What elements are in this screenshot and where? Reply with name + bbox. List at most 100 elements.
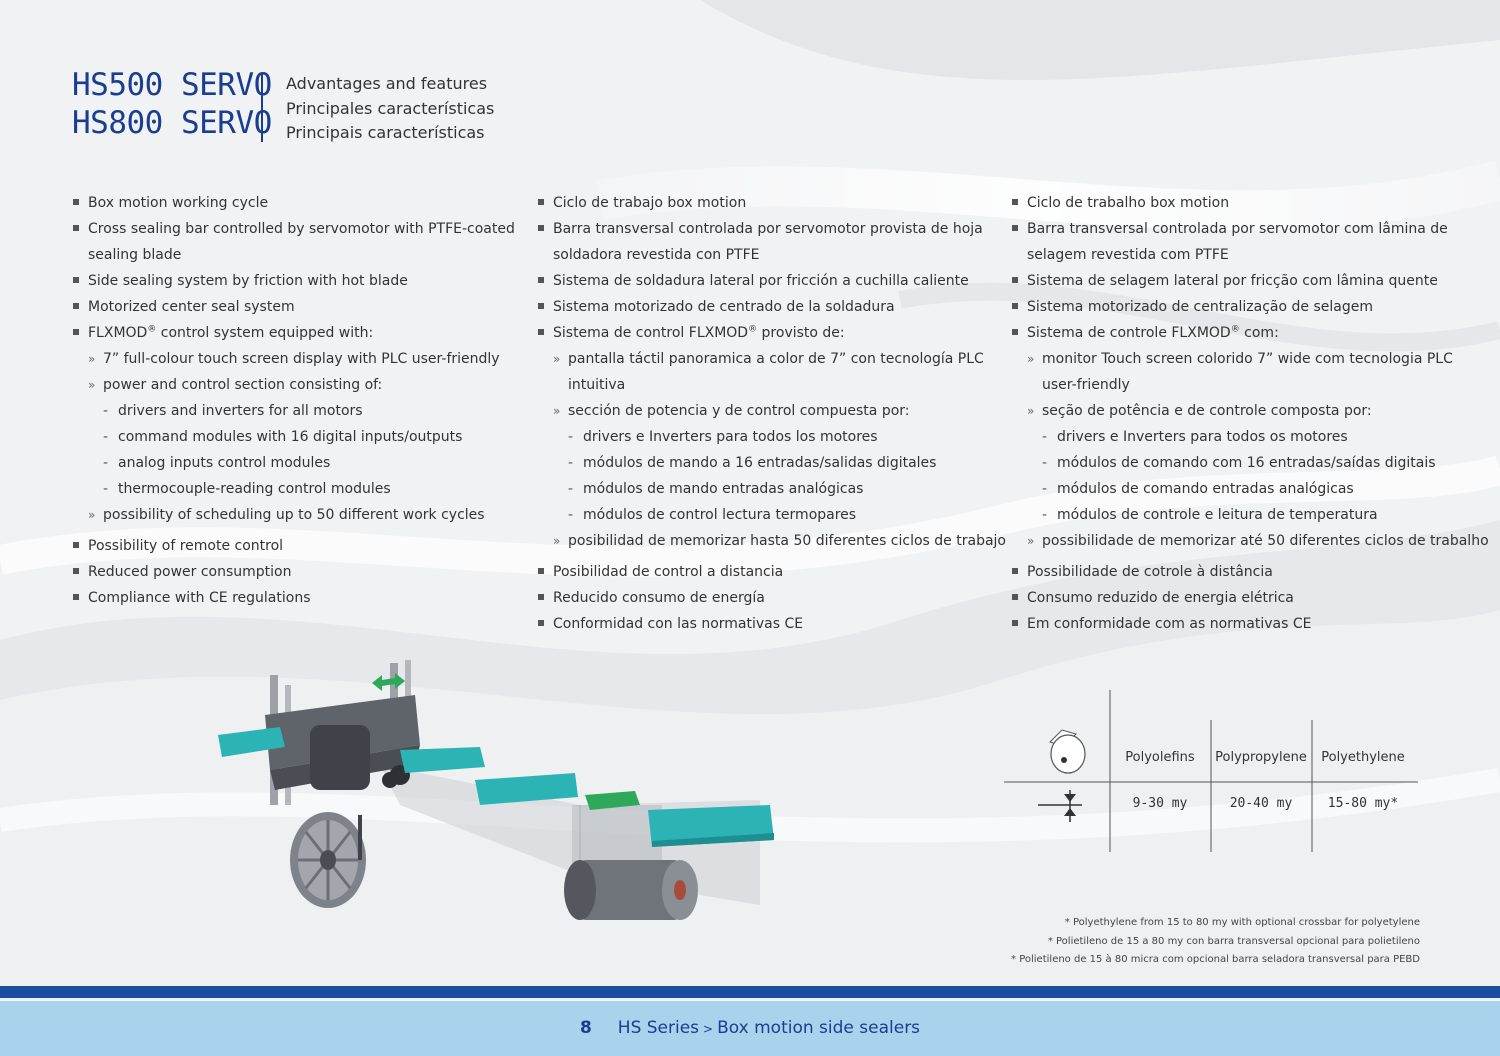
spec-header-polyethylene: Polyethylene bbox=[1321, 750, 1405, 765]
dash-bullet-icon: - bbox=[1042, 455, 1048, 471]
sub-sub-list-item: -thermocouple-reading control modules bbox=[72, 476, 515, 502]
list-item: Barra transversal controlada por servomo… bbox=[537, 216, 1006, 242]
spec-header-polyolefins: Polyolefins bbox=[1125, 750, 1195, 765]
list-item-continued: soldadora revestida con PTFE bbox=[553, 247, 760, 263]
square-bullet-icon bbox=[538, 568, 544, 574]
subtitle-es: Principales características bbox=[286, 98, 495, 118]
list-item: Sistema de control FLXMOD® provisto de: bbox=[537, 320, 1006, 346]
list-item: Consumo reduzido de energia elétrica bbox=[1011, 585, 1489, 611]
features-column-es: Ciclo de trabajo box motion Barra transv… bbox=[537, 190, 1006, 637]
square-bullet-icon bbox=[73, 277, 79, 283]
list-item: Em conformidade com as normativas CE bbox=[1011, 611, 1489, 637]
subtitle-en: Advantages and features bbox=[286, 74, 488, 93]
list-item: Reduced power consumption bbox=[72, 559, 515, 585]
dash-bullet-icon: - bbox=[568, 429, 574, 445]
unwind-reel bbox=[290, 812, 366, 908]
list-item: Compliance with CE regulations bbox=[72, 585, 515, 611]
square-bullet-icon bbox=[73, 542, 79, 548]
list-item: Ciclo de trabalho box motion bbox=[1011, 190, 1489, 216]
list-item-continued: sealing blade bbox=[88, 247, 182, 263]
subtitle-block: Advantages and features Principales cara… bbox=[286, 72, 494, 146]
square-bullet-icon bbox=[1012, 303, 1018, 309]
list-item: Reducido consumo de energía bbox=[537, 585, 1006, 611]
sub-sub-list-item: -módulos de comando com 16 entradas/saíd… bbox=[1011, 450, 1489, 476]
square-bullet-icon bbox=[1012, 225, 1018, 231]
sub-list-item: »possibilidade de memorizar até 50 difer… bbox=[1011, 528, 1489, 554]
title-line-2: HS800 SERVO bbox=[72, 105, 272, 141]
sub-sub-list-item: -módulos de controle e leitura de temper… bbox=[1011, 502, 1489, 528]
square-bullet-icon bbox=[1012, 620, 1018, 626]
list-item: Ciclo de trabajo box motion bbox=[537, 190, 1006, 216]
machine-illustration bbox=[218, 660, 774, 920]
sub-list-item: »possibility of scheduling up to 50 diff… bbox=[72, 502, 515, 528]
square-bullet-icon bbox=[73, 329, 79, 335]
list-item-continued: selagem revestida com PTFE bbox=[1027, 247, 1229, 263]
motor bbox=[310, 725, 370, 790]
spec-value-polyolefins: 9-30 my bbox=[1132, 796, 1188, 811]
sub-list-item: »sección de potencia y de control compue… bbox=[537, 398, 1006, 424]
square-bullet-icon bbox=[1012, 594, 1018, 600]
chevron-bullet-icon: » bbox=[88, 378, 96, 392]
spec-header-polypropylene: Polypropylene bbox=[1215, 750, 1307, 765]
square-bullet-icon bbox=[1012, 277, 1018, 283]
sub-sub-list-item: -módulos de control lectura termopares bbox=[537, 502, 1006, 528]
footnote-en: * Polyethylene from 15 to 80 my with opt… bbox=[1064, 917, 1420, 928]
dash-bullet-icon: - bbox=[103, 429, 109, 445]
square-bullet-icon bbox=[538, 620, 544, 626]
features-column-en: Box motion working cycle Cross sealing b… bbox=[72, 190, 515, 611]
square-bullet-icon bbox=[1012, 199, 1018, 205]
film-roll-drawing bbox=[564, 860, 698, 920]
list-item: Possibility of remote control bbox=[72, 533, 515, 559]
trademark: ® bbox=[1230, 324, 1240, 335]
square-bullet-icon bbox=[73, 568, 79, 574]
footnote-pt: * Polietileno de 15 à 80 micra com opcio… bbox=[1011, 954, 1420, 965]
sub-list-item: »seção de potência e de controle compost… bbox=[1011, 398, 1489, 424]
sub-sub-list-item: -drivers and inverters for all motors bbox=[72, 398, 515, 424]
sub-sub-list-item: -drivers e Inverters para todos os motor… bbox=[1011, 424, 1489, 450]
list-item: Cross sealing bar controlled by servomot… bbox=[72, 216, 515, 242]
footer-band-dark bbox=[0, 986, 1500, 998]
list-item: FLXMOD® control system equipped with: bbox=[72, 320, 515, 346]
sub-list-item: »monitor Touch screen colorido 7” wide c… bbox=[1011, 346, 1489, 372]
footer-section: Box motion side sealers bbox=[717, 1018, 921, 1038]
sub-sub-list-item: -analog inputs control modules bbox=[72, 450, 515, 476]
product-title: HS500 SERVO HS800 SERVO bbox=[72, 66, 272, 142]
film-roll-icon bbox=[1049, 729, 1086, 774]
chevron-bullet-icon: » bbox=[553, 404, 561, 418]
list-item: Sistema motorizado de centrado de la sol… bbox=[537, 294, 1006, 320]
square-bullet-icon bbox=[538, 225, 544, 231]
teal-guard bbox=[475, 773, 578, 805]
chevron-bullet-icon: » bbox=[1027, 534, 1035, 548]
dash-bullet-icon: - bbox=[1042, 429, 1048, 445]
sub-list-item: »pantalla táctil panoramica a color de 7… bbox=[537, 346, 1006, 372]
list-item: Posibilidad de control a distancia bbox=[537, 559, 1006, 585]
dash-bullet-icon: - bbox=[103, 481, 109, 497]
list-item: Barra transversal controlada por servomo… bbox=[1011, 216, 1489, 242]
spec-value-polypropylene: 20-40 my bbox=[1229, 796, 1293, 811]
square-bullet-icon bbox=[73, 303, 79, 309]
list-item: Sistema de soldadura lateral por fricció… bbox=[537, 268, 1006, 294]
chevron-bullet-icon: » bbox=[88, 352, 96, 366]
footer-band-light bbox=[0, 1001, 1500, 1056]
title-divider bbox=[261, 74, 263, 142]
square-bullet-icon bbox=[538, 303, 544, 309]
square-bullet-icon bbox=[1012, 329, 1018, 335]
sub-list-item: »7” full-colour touch screen display wit… bbox=[72, 346, 515, 372]
sub-list-item-continued: user-friendly bbox=[1042, 377, 1130, 393]
chevron-bullet-icon: » bbox=[553, 534, 561, 548]
list-item: Motorized center seal system bbox=[72, 294, 515, 320]
square-bullet-icon bbox=[73, 199, 79, 205]
square-bullet-icon bbox=[73, 594, 79, 600]
footer-series: HS Series bbox=[617, 1018, 700, 1038]
dash-bullet-icon: - bbox=[1042, 481, 1048, 497]
spec-value-polyethylene: 15-80 my* bbox=[1327, 796, 1399, 811]
chevron-bullet-icon: » bbox=[1027, 404, 1035, 418]
features-column-pt: Ciclo de trabalho box motion Barra trans… bbox=[1011, 190, 1489, 637]
list-item: Conformidad con las normativas CE bbox=[537, 611, 1006, 637]
square-bullet-icon bbox=[538, 277, 544, 283]
spec-table-grid bbox=[1004, 690, 1418, 852]
teal-guard bbox=[218, 727, 285, 757]
list-item: Sistema motorizado de centralização de s… bbox=[1011, 294, 1489, 320]
sub-list-item-continued: intuitiva bbox=[568, 377, 626, 393]
